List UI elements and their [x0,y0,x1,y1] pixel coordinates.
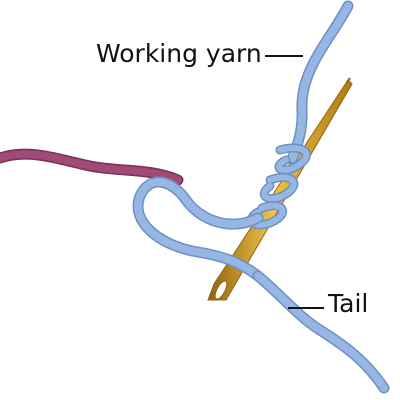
yarn-wraps-icon [247,143,311,230]
needle-icon [207,77,353,301]
tail-label: Tail [328,289,369,318]
tail-yarn-icon [252,270,390,394]
purple-chain-icon [0,148,184,186]
yarn-loop-icon [132,176,264,282]
working-yarn-label: Working yarn [96,39,262,68]
